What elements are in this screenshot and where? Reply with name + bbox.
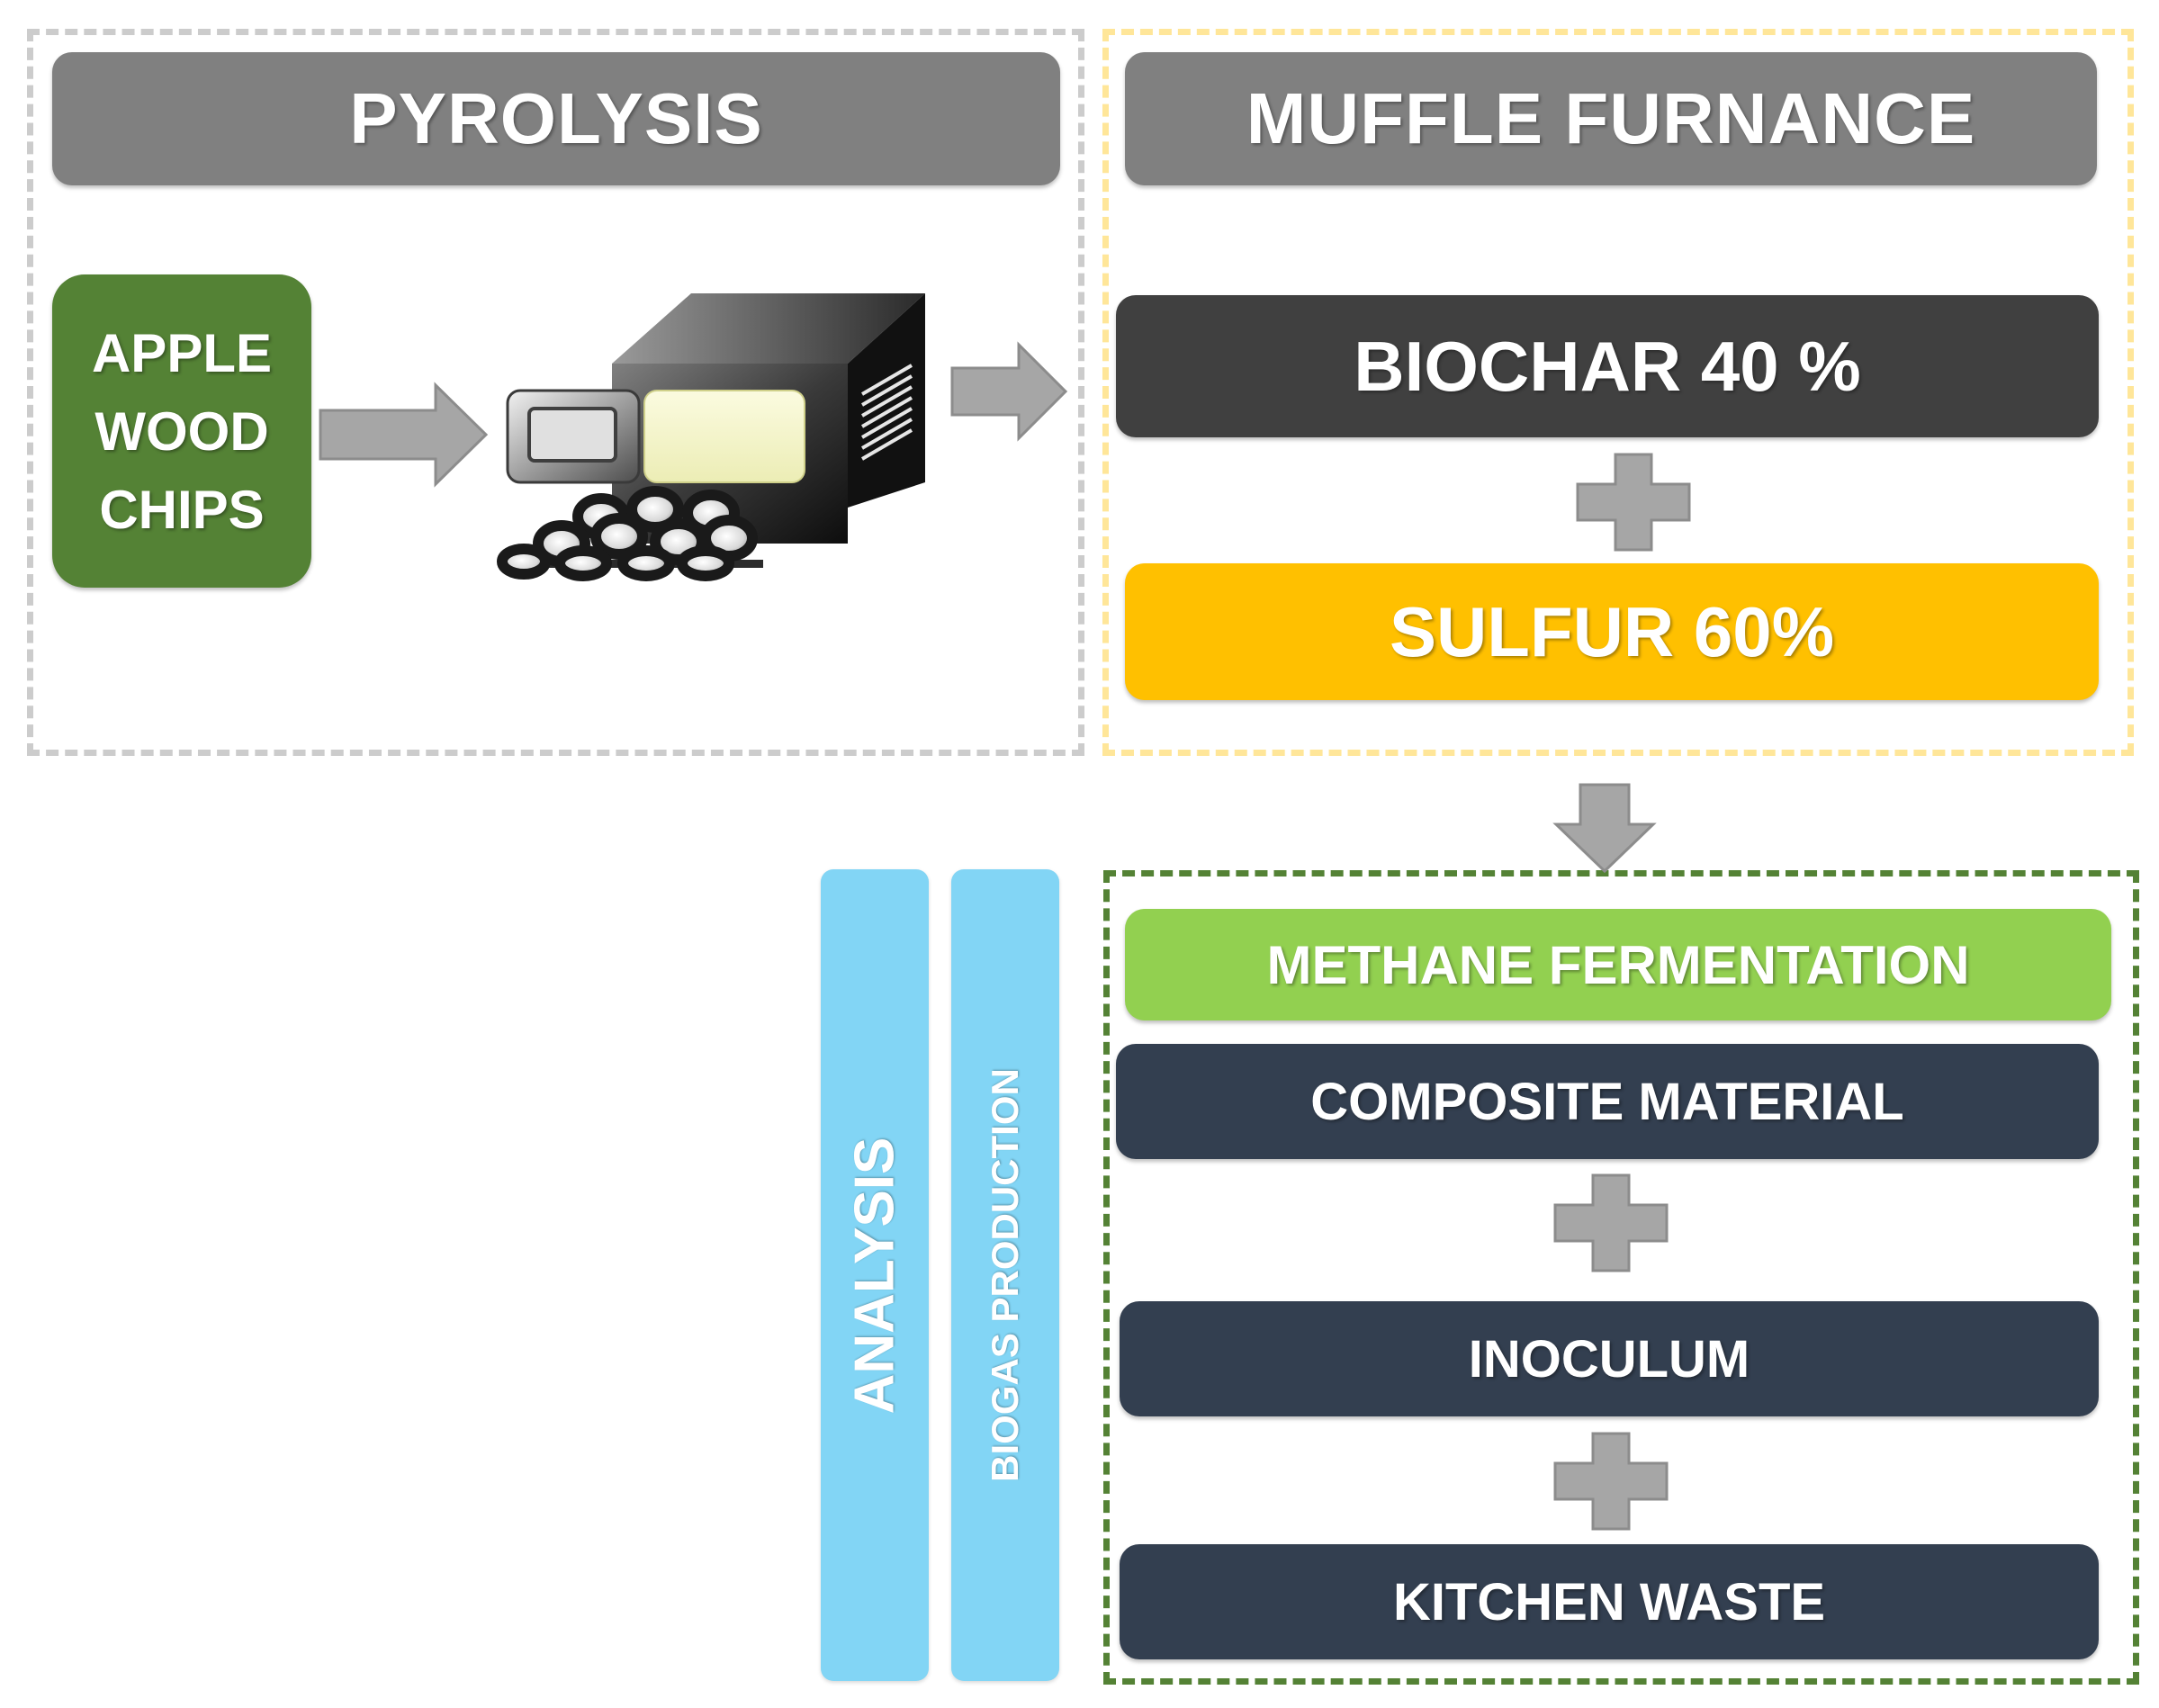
muffle-furnace-group: [1102, 29, 2134, 756]
analysis-label: ANALYSIS: [843, 1137, 906, 1414]
methane-fermentation-bar: METHANE FERMENTATION: [1125, 909, 2111, 1020]
inoculum-bar: INOCULUM: [1120, 1301, 2099, 1416]
analysis-label-box: ANALYSIS: [821, 869, 929, 1681]
arrow-right-icon: [319, 382, 489, 488]
fermentation-group: [1103, 870, 2139, 1685]
apple-wood-chips-box: APPLE WOOD CHIPS: [52, 274, 311, 588]
plus-icon: [1553, 1173, 1669, 1272]
pyrolysis-title: PYROLYSIS: [52, 52, 1060, 185]
arrow-right-icon: [950, 341, 1068, 442]
composite-material-bar: COMPOSITE MATERIAL: [1116, 1044, 2099, 1159]
biochar-bar: BIOCHAR 40 %: [1116, 295, 2099, 437]
sulfur-bar: SULFUR 60%: [1125, 563, 2099, 700]
pyrolysis-group: [27, 29, 1084, 756]
muffle-furnace-title: MUFFLE FURNANCE: [1125, 52, 2097, 185]
pyrolysis-reactor-icon: [497, 293, 925, 581]
arrow-down-icon: [1552, 783, 1657, 874]
biogas-production-label-box: BIOGAS PRODUCTION: [951, 869, 1059, 1681]
biogas-production-label: BIOGAS PRODUCTION: [984, 1068, 1026, 1482]
kitchen-waste-bar: KITCHEN WASTE: [1120, 1544, 2099, 1659]
plus-icon: [1553, 1432, 1669, 1531]
apple-wood-chips-label: APPLE WOOD CHIPS: [91, 322, 273, 540]
plus-icon: [1576, 453, 1691, 552]
